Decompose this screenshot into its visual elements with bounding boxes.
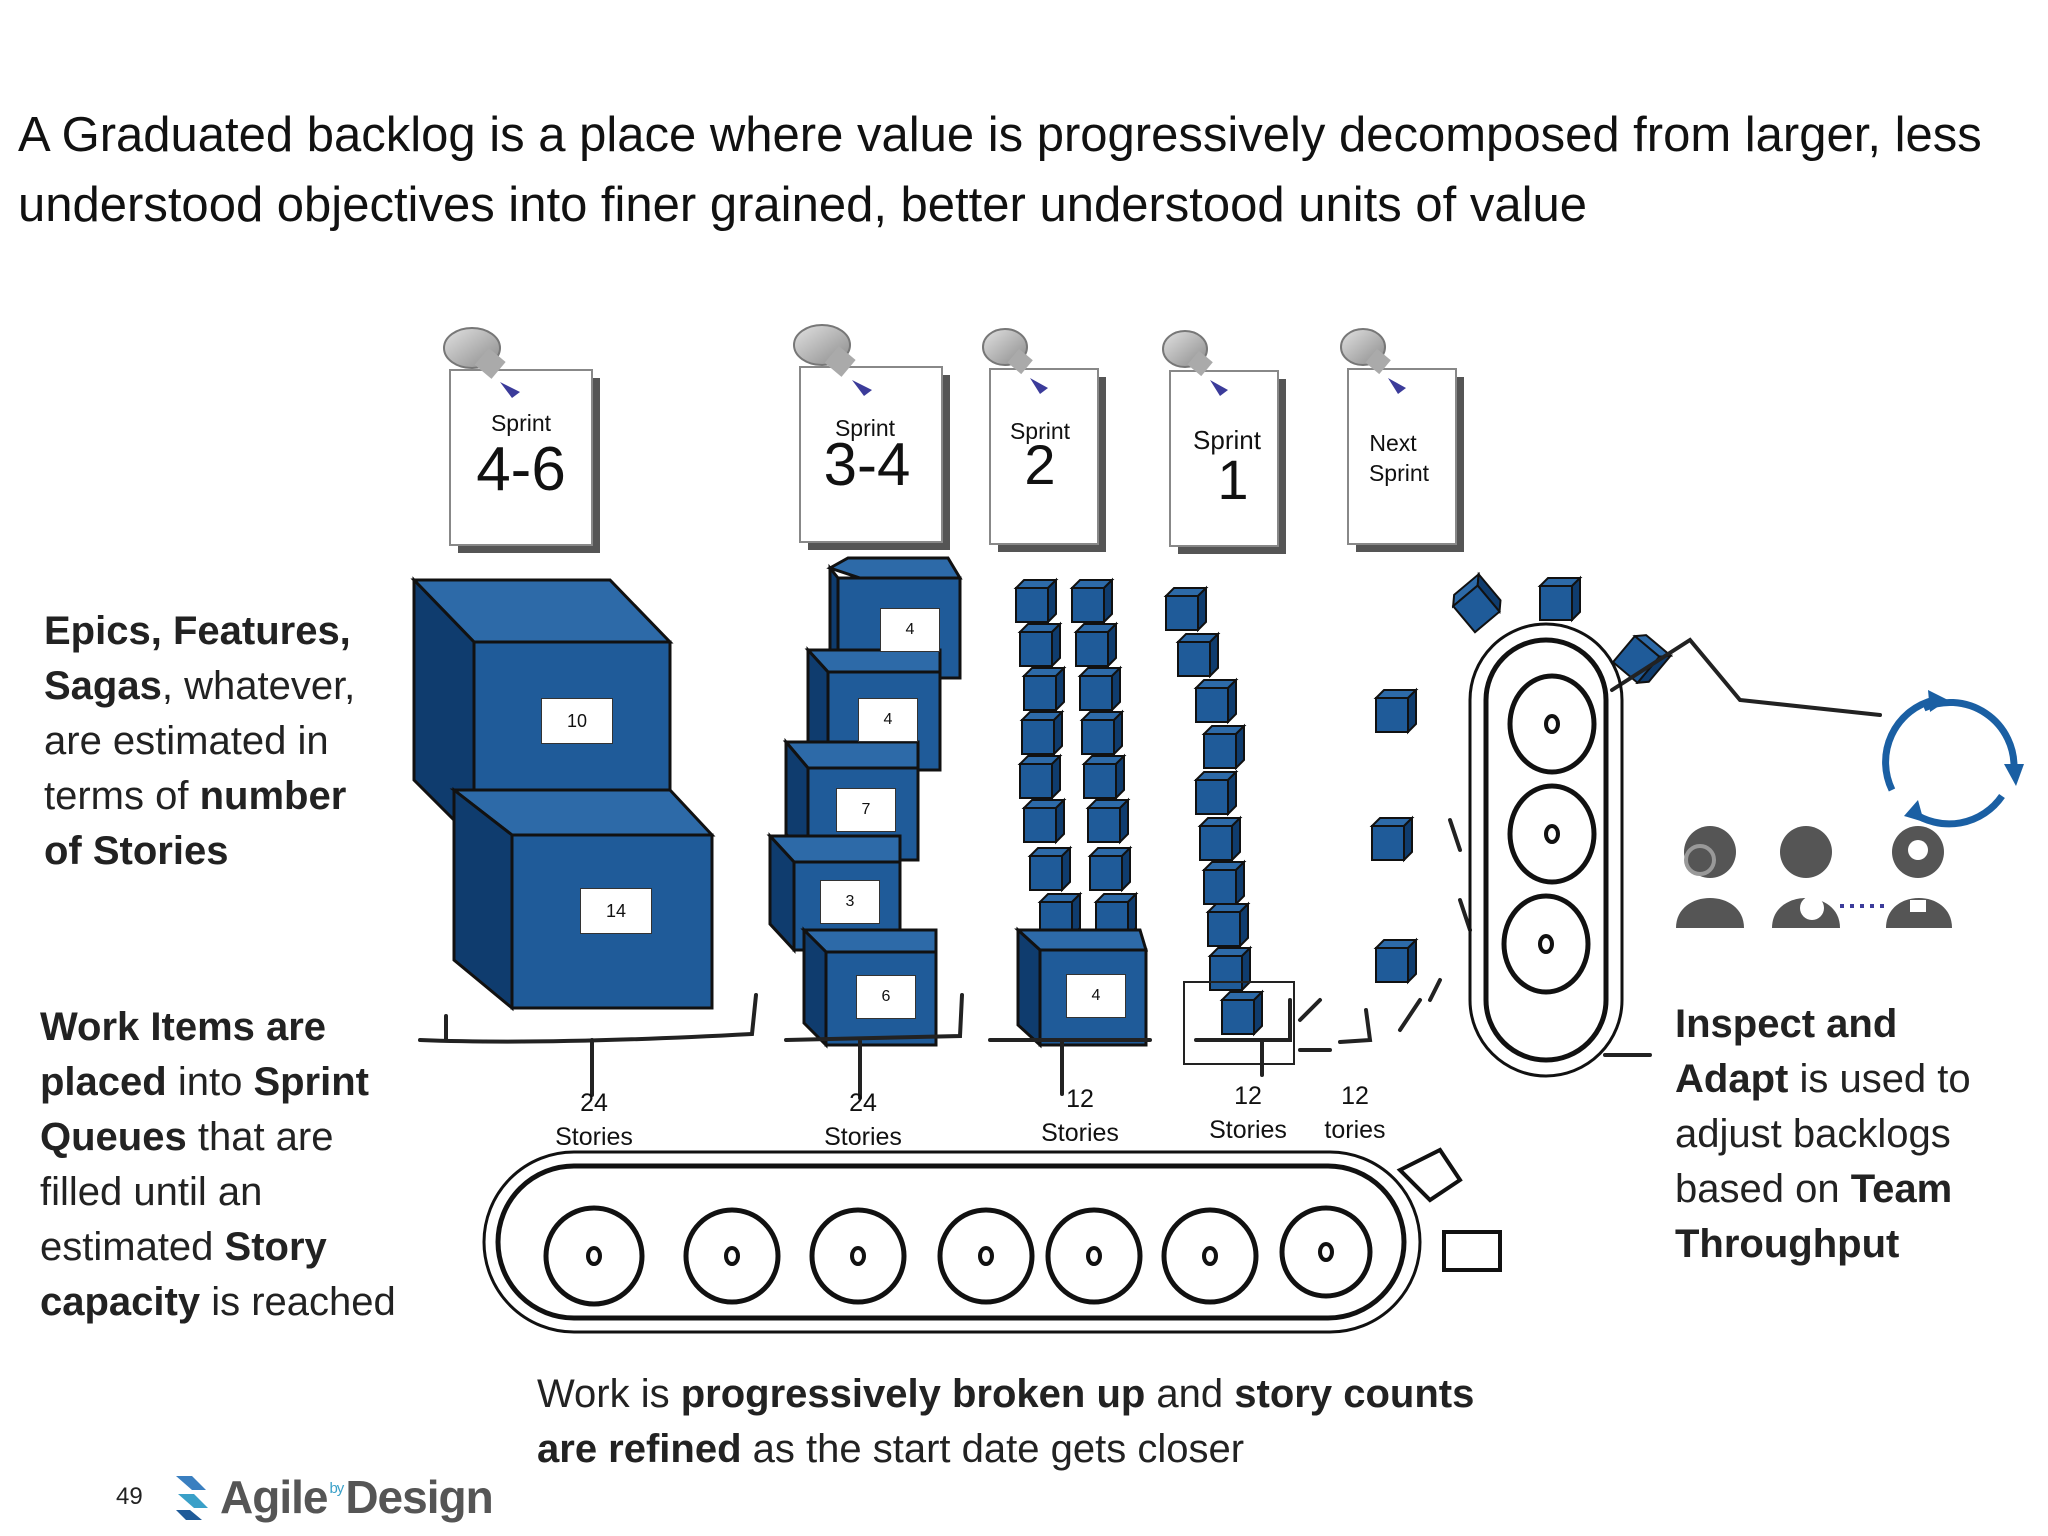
story-cube-stack-single	[1165, 587, 1295, 1065]
text-run: as the start date gets closer	[741, 1427, 1245, 1471]
work-items-description: Work Items are placed into Sprint Queues…	[40, 1000, 400, 1330]
story-count-number: 12	[1234, 1082, 1262, 1110]
push-pin-icon	[443, 327, 520, 398]
slide-title: A Graduated backlog is a place where val…	[18, 108, 1982, 232]
text-run: that are filled until an estimated	[40, 1115, 334, 1269]
text-run: Work Items are placed	[40, 1005, 327, 1104]
sprint-note-2	[989, 368, 1106, 552]
sketch-lines	[418, 637, 1882, 1100]
feature-box-label: 4	[858, 698, 918, 742]
epics-description: Epics, Features, Sagas, whatever, are es…	[44, 604, 384, 879]
story-count-label: tories	[1324, 1116, 1386, 1144]
story-count-number: 12	[1066, 1085, 1094, 1113]
text-run: number of Stories	[44, 774, 347, 873]
person-icon	[1772, 826, 1840, 928]
sprint-note-label: Sprint	[1368, 460, 1430, 486]
sprint-note-label: Sprint	[1009, 418, 1071, 444]
story-count-label: Stories	[824, 1123, 902, 1151]
sprint-note-label: Sprint	[1193, 425, 1261, 455]
cycle-arrows-icon	[1882, 690, 2024, 828]
text-run: Work is	[537, 1372, 681, 1416]
push-pin-icon	[1340, 328, 1406, 394]
vertical-conveyor	[1468, 622, 1624, 1078]
sprint-note-label: Sprint	[490, 410, 552, 436]
text-run: , whatever, are estimated in terms of	[44, 664, 356, 818]
sprint-note-number: 1	[1217, 448, 1249, 511]
logo-word: Design	[345, 1471, 493, 1523]
story-count: 12 Stories	[1018, 1082, 1142, 1150]
story-count-number: 24	[580, 1089, 608, 1117]
story-count: 24 Stories	[532, 1086, 656, 1154]
story-count: 24 Stories	[801, 1086, 925, 1154]
story-count-number: 24	[849, 1089, 877, 1117]
push-pin-icon	[982, 328, 1048, 394]
sprint-note-label: Next	[1369, 430, 1417, 456]
epic-box-label: 10	[541, 698, 613, 744]
sprint-note-3-4	[799, 366, 950, 550]
logo-word: Agile	[220, 1471, 328, 1523]
text-run: is reached	[200, 1280, 396, 1324]
feature-box-6	[800, 926, 938, 1049]
story-count-number: 12	[1341, 1082, 1369, 1110]
feature-box-label: 7	[836, 788, 896, 832]
text-run: Story capacity	[40, 1225, 327, 1324]
person-gear-icon	[1886, 826, 1952, 928]
loose-story-cubes	[1371, 573, 1672, 983]
text-run: is used to adjust backlogs based on	[1675, 1057, 1971, 1211]
epic-box-label: 14	[580, 888, 652, 934]
sprint-note-number: 4-6	[476, 435, 566, 504]
logo-mark-icon	[176, 1476, 208, 1520]
feature-box-label: 6	[856, 975, 916, 1019]
feature-box-label: 4	[880, 608, 940, 652]
feature-box-label: 4	[1066, 974, 1126, 1018]
text-run: Sprint Queues	[40, 1060, 369, 1159]
sprint-note-number: 3-4	[823, 431, 911, 498]
person-inspector-icon	[1676, 826, 1744, 928]
sprint-note-1	[1169, 370, 1286, 554]
logo-word: by	[329, 1480, 344, 1497]
text-run: Epics, Features, Sagas	[44, 609, 351, 708]
inspect-adapt-description: Inspect and Adapt is used to adjust back…	[1675, 997, 2015, 1272]
sprint-note-4-6	[449, 369, 600, 553]
text-run: progressively broken up	[680, 1372, 1146, 1416]
bottom-caption: Work is progressively broken up and stor…	[537, 1367, 1537, 1477]
feature-box-4c	[1014, 926, 1149, 1049]
sprint-note-next	[1347, 368, 1464, 552]
text-run: Inspect and Adapt	[1675, 1002, 1898, 1101]
feature-box-label: 3	[820, 880, 880, 924]
horizontal-conveyor	[482, 1147, 1502, 1334]
story-count-label: Stories	[1041, 1119, 1119, 1147]
page-number: 49	[116, 1483, 143, 1510]
story-count-label: Stories	[555, 1123, 633, 1151]
story-count-label: Stories	[1209, 1116, 1287, 1144]
story-cube-stack-double	[1015, 579, 1137, 937]
text-run: into	[166, 1060, 254, 1104]
sprint-note-label: Sprint	[834, 415, 896, 441]
push-pin-icon	[1162, 330, 1228, 396]
team-people-icons	[1676, 826, 1952, 928]
sprint-note-number: 2	[1024, 433, 1056, 496]
text-run: Team Throughput	[1675, 1167, 1953, 1266]
push-pin-icon	[793, 324, 872, 396]
text-run: and	[1145, 1372, 1235, 1416]
story-count: 12 Stories	[1186, 1079, 1310, 1147]
text-run: story counts are refined	[537, 1372, 1475, 1471]
story-count: 12 tories	[1300, 1079, 1410, 1147]
